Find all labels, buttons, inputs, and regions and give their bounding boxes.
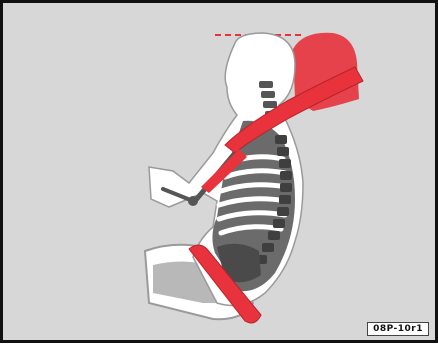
seatbelt-posture-illustration bbox=[3, 3, 438, 346]
reference-code-label: 08P-10r1 bbox=[367, 322, 429, 336]
